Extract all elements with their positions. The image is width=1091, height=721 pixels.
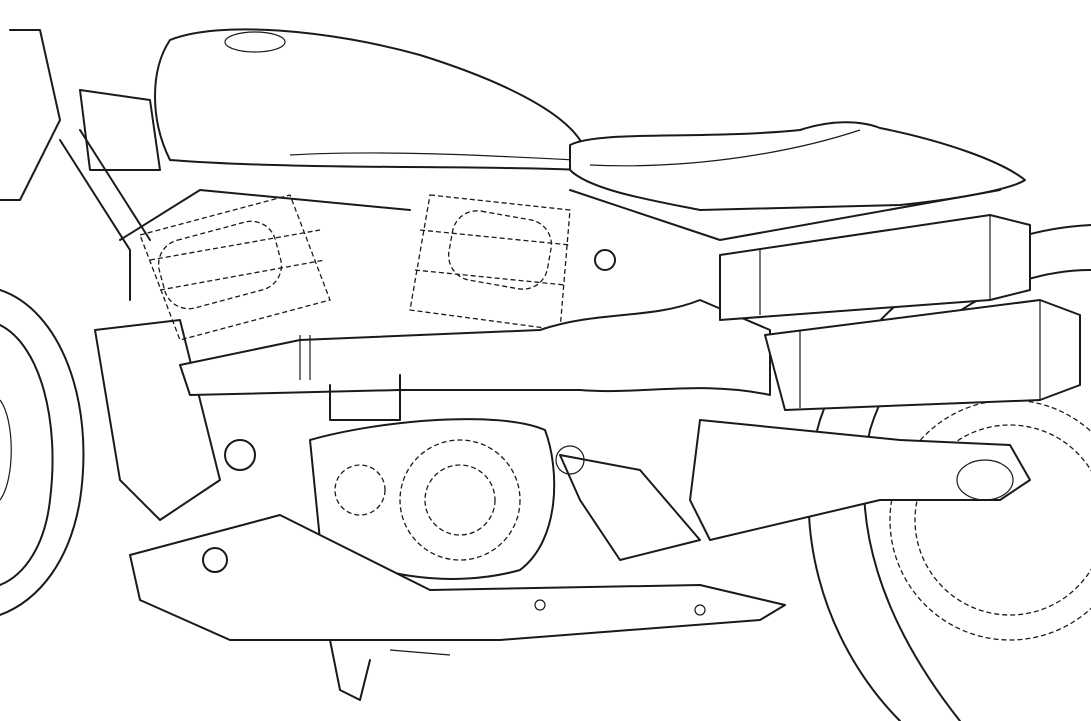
- rear-cylinder: [409, 194, 571, 331]
- swingarm: [559, 419, 1031, 561]
- seat: [569, 121, 1026, 211]
- front-cylinder: [139, 194, 331, 341]
- lower-muffler: [764, 299, 1081, 411]
- skid-plate: [129, 514, 786, 641]
- kickstand: [329, 639, 451, 701]
- frame: [0, 29, 1001, 521]
- foot-control: [202, 249, 616, 573]
- front-wheel: [0, 289, 85, 616]
- exhaust-header: [179, 299, 771, 421]
- upper-muffler: [719, 214, 1031, 321]
